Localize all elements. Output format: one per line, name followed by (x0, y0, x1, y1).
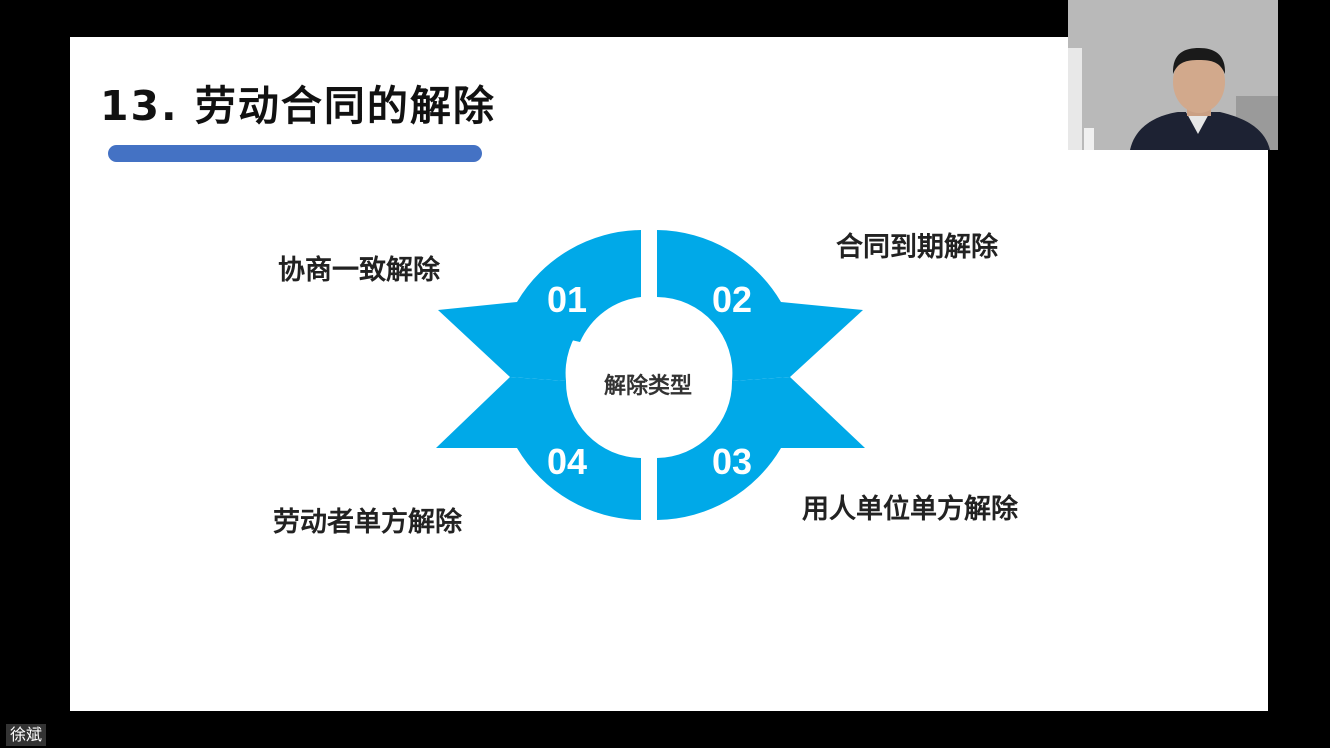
video-background-bottle (1084, 128, 1094, 150)
segment-02-label: 合同到期解除 (836, 232, 998, 263)
participant-collar (1186, 112, 1210, 134)
segment-02-number: 02 (712, 279, 752, 320)
participant-hair (1172, 48, 1226, 74)
segment-01-number: 01 (547, 279, 587, 320)
segment-03-body (657, 377, 865, 520)
participant-name-tag: 徐斌 (6, 724, 47, 746)
slide-title: 13. 劳动合同的解除 (100, 82, 496, 130)
participant-face (1173, 51, 1225, 113)
title-underline (108, 145, 482, 162)
center-label: 解除类型 (604, 373, 692, 399)
segment-04-body (436, 377, 641, 520)
segment-01-body (438, 230, 641, 381)
segment-02-body (657, 230, 863, 381)
segment-03-number: 03 (712, 441, 752, 482)
segment-03-label: 用人单位单方解除 (802, 494, 1018, 525)
segment-04-label: 劳动者单方解除 (273, 507, 462, 538)
video-background-window (1068, 48, 1082, 150)
participant-video[interactable] (1068, 0, 1278, 150)
participant-video-frame (1068, 0, 1278, 150)
diagram-canvas: 01 02 03 04 解除类型 (436, 230, 865, 520)
participant-body (1130, 112, 1270, 150)
segment-04-number: 04 (547, 441, 587, 482)
segment-01-label: 协商一致解除 (278, 255, 440, 286)
